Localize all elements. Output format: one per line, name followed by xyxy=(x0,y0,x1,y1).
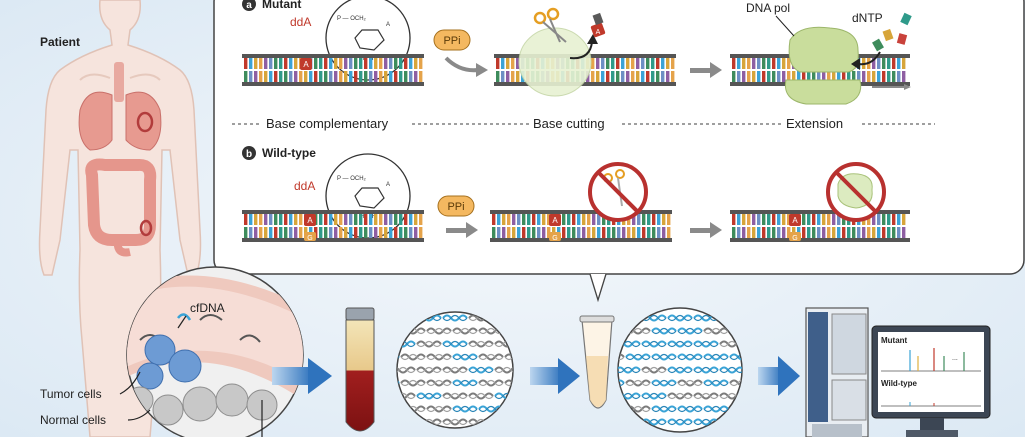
dda-label-b: ddA xyxy=(294,179,315,193)
step-base-cutting: Base cutting xyxy=(533,116,605,131)
mutant-title: Mutant xyxy=(262,0,301,11)
normal-cells-label: Normal cells xyxy=(40,413,106,427)
step-extension: Extension xyxy=(786,116,843,131)
arrow-b1 xyxy=(446,228,468,233)
badge-b xyxy=(242,146,256,160)
sequencer-instrument xyxy=(805,307,869,437)
wild-type-title: Wild-type xyxy=(262,146,316,160)
svg-text:A: A xyxy=(552,216,558,225)
ppi-badge-a xyxy=(433,29,471,51)
mechanism-panel: a Mutant ddA P — OCH₂ A H H A PPi xyxy=(213,0,1025,275)
base-a-wildtype xyxy=(304,214,316,226)
ppi-badge-b xyxy=(437,195,475,217)
svg-text:PPi: PPi xyxy=(447,201,464,213)
blood-tube xyxy=(345,307,375,432)
svg-text:PPi: PPi xyxy=(443,35,460,47)
svg-text:a: a xyxy=(246,0,252,11)
monitor: Mutant ... Wild-type xyxy=(871,325,991,437)
no-extension-icon xyxy=(826,162,886,222)
svg-text:A: A xyxy=(596,29,601,36)
colon-tumor xyxy=(139,219,153,237)
svg-text:P — OCH₂: P — OCH₂ xyxy=(337,176,367,182)
dna-polymerase-top xyxy=(788,26,859,73)
step-base-complementary: Base complementary xyxy=(266,116,389,131)
dna-pol-label: DNA pol xyxy=(746,1,790,15)
monitor-mutant-label: Mutant xyxy=(881,336,908,345)
svg-text:A: A xyxy=(307,216,313,225)
amplified-dna-magnifier xyxy=(617,307,743,433)
tumor-cells-label: Tumor cells xyxy=(40,387,102,401)
base-a-mutant xyxy=(300,58,312,70)
arrow-a1 xyxy=(444,56,479,73)
svg-text:G: G xyxy=(307,235,312,242)
patient-label: Patient xyxy=(40,35,80,49)
arrow-a2 xyxy=(690,68,712,73)
excision-arrow xyxy=(569,41,593,60)
badge-a xyxy=(242,0,256,11)
no-cutting-icon xyxy=(588,162,648,222)
svg-text:A: A xyxy=(303,60,309,69)
monitor-wildtype-label: Wild-type xyxy=(881,379,917,388)
svg-text:...: ... xyxy=(952,355,958,362)
lung-tumor xyxy=(136,111,154,133)
callout-pointer xyxy=(589,273,607,303)
svg-text:A: A xyxy=(386,22,390,28)
base-g-b1 xyxy=(304,232,316,241)
arrow-b2 xyxy=(690,228,712,233)
dna-polymerase-bottom xyxy=(784,79,862,105)
dntp-label: dNTP xyxy=(852,11,883,25)
svg-text:G: G xyxy=(792,235,797,242)
svg-text:A: A xyxy=(792,216,798,225)
svg-text:A: A xyxy=(386,182,390,188)
flow-arrow-2 xyxy=(530,358,580,394)
patient-figure: Patient xyxy=(38,0,202,437)
svg-text:P — OCH₂: P — OCH₂ xyxy=(337,16,367,22)
svg-text:G: G xyxy=(552,235,557,242)
dda-molecule-b: P — OCH₂ A H H xyxy=(325,153,411,239)
reaction-tube xyxy=(579,315,615,409)
dntp-icon xyxy=(872,12,912,52)
right-lung xyxy=(125,91,162,151)
trachea xyxy=(114,62,124,102)
cfdna-label: cfDNA xyxy=(190,301,225,315)
cfdna-fragment xyxy=(177,313,192,321)
released-dda: A xyxy=(590,12,606,38)
svg-text:b: b xyxy=(246,149,252,160)
left-lung xyxy=(78,91,113,151)
cutting-enzyme xyxy=(518,27,592,97)
scissors-icon xyxy=(533,7,567,43)
flow-arrow-1 xyxy=(272,358,332,394)
flow-arrow-3 xyxy=(758,356,800,396)
dda-label-a: ddA xyxy=(290,15,311,29)
